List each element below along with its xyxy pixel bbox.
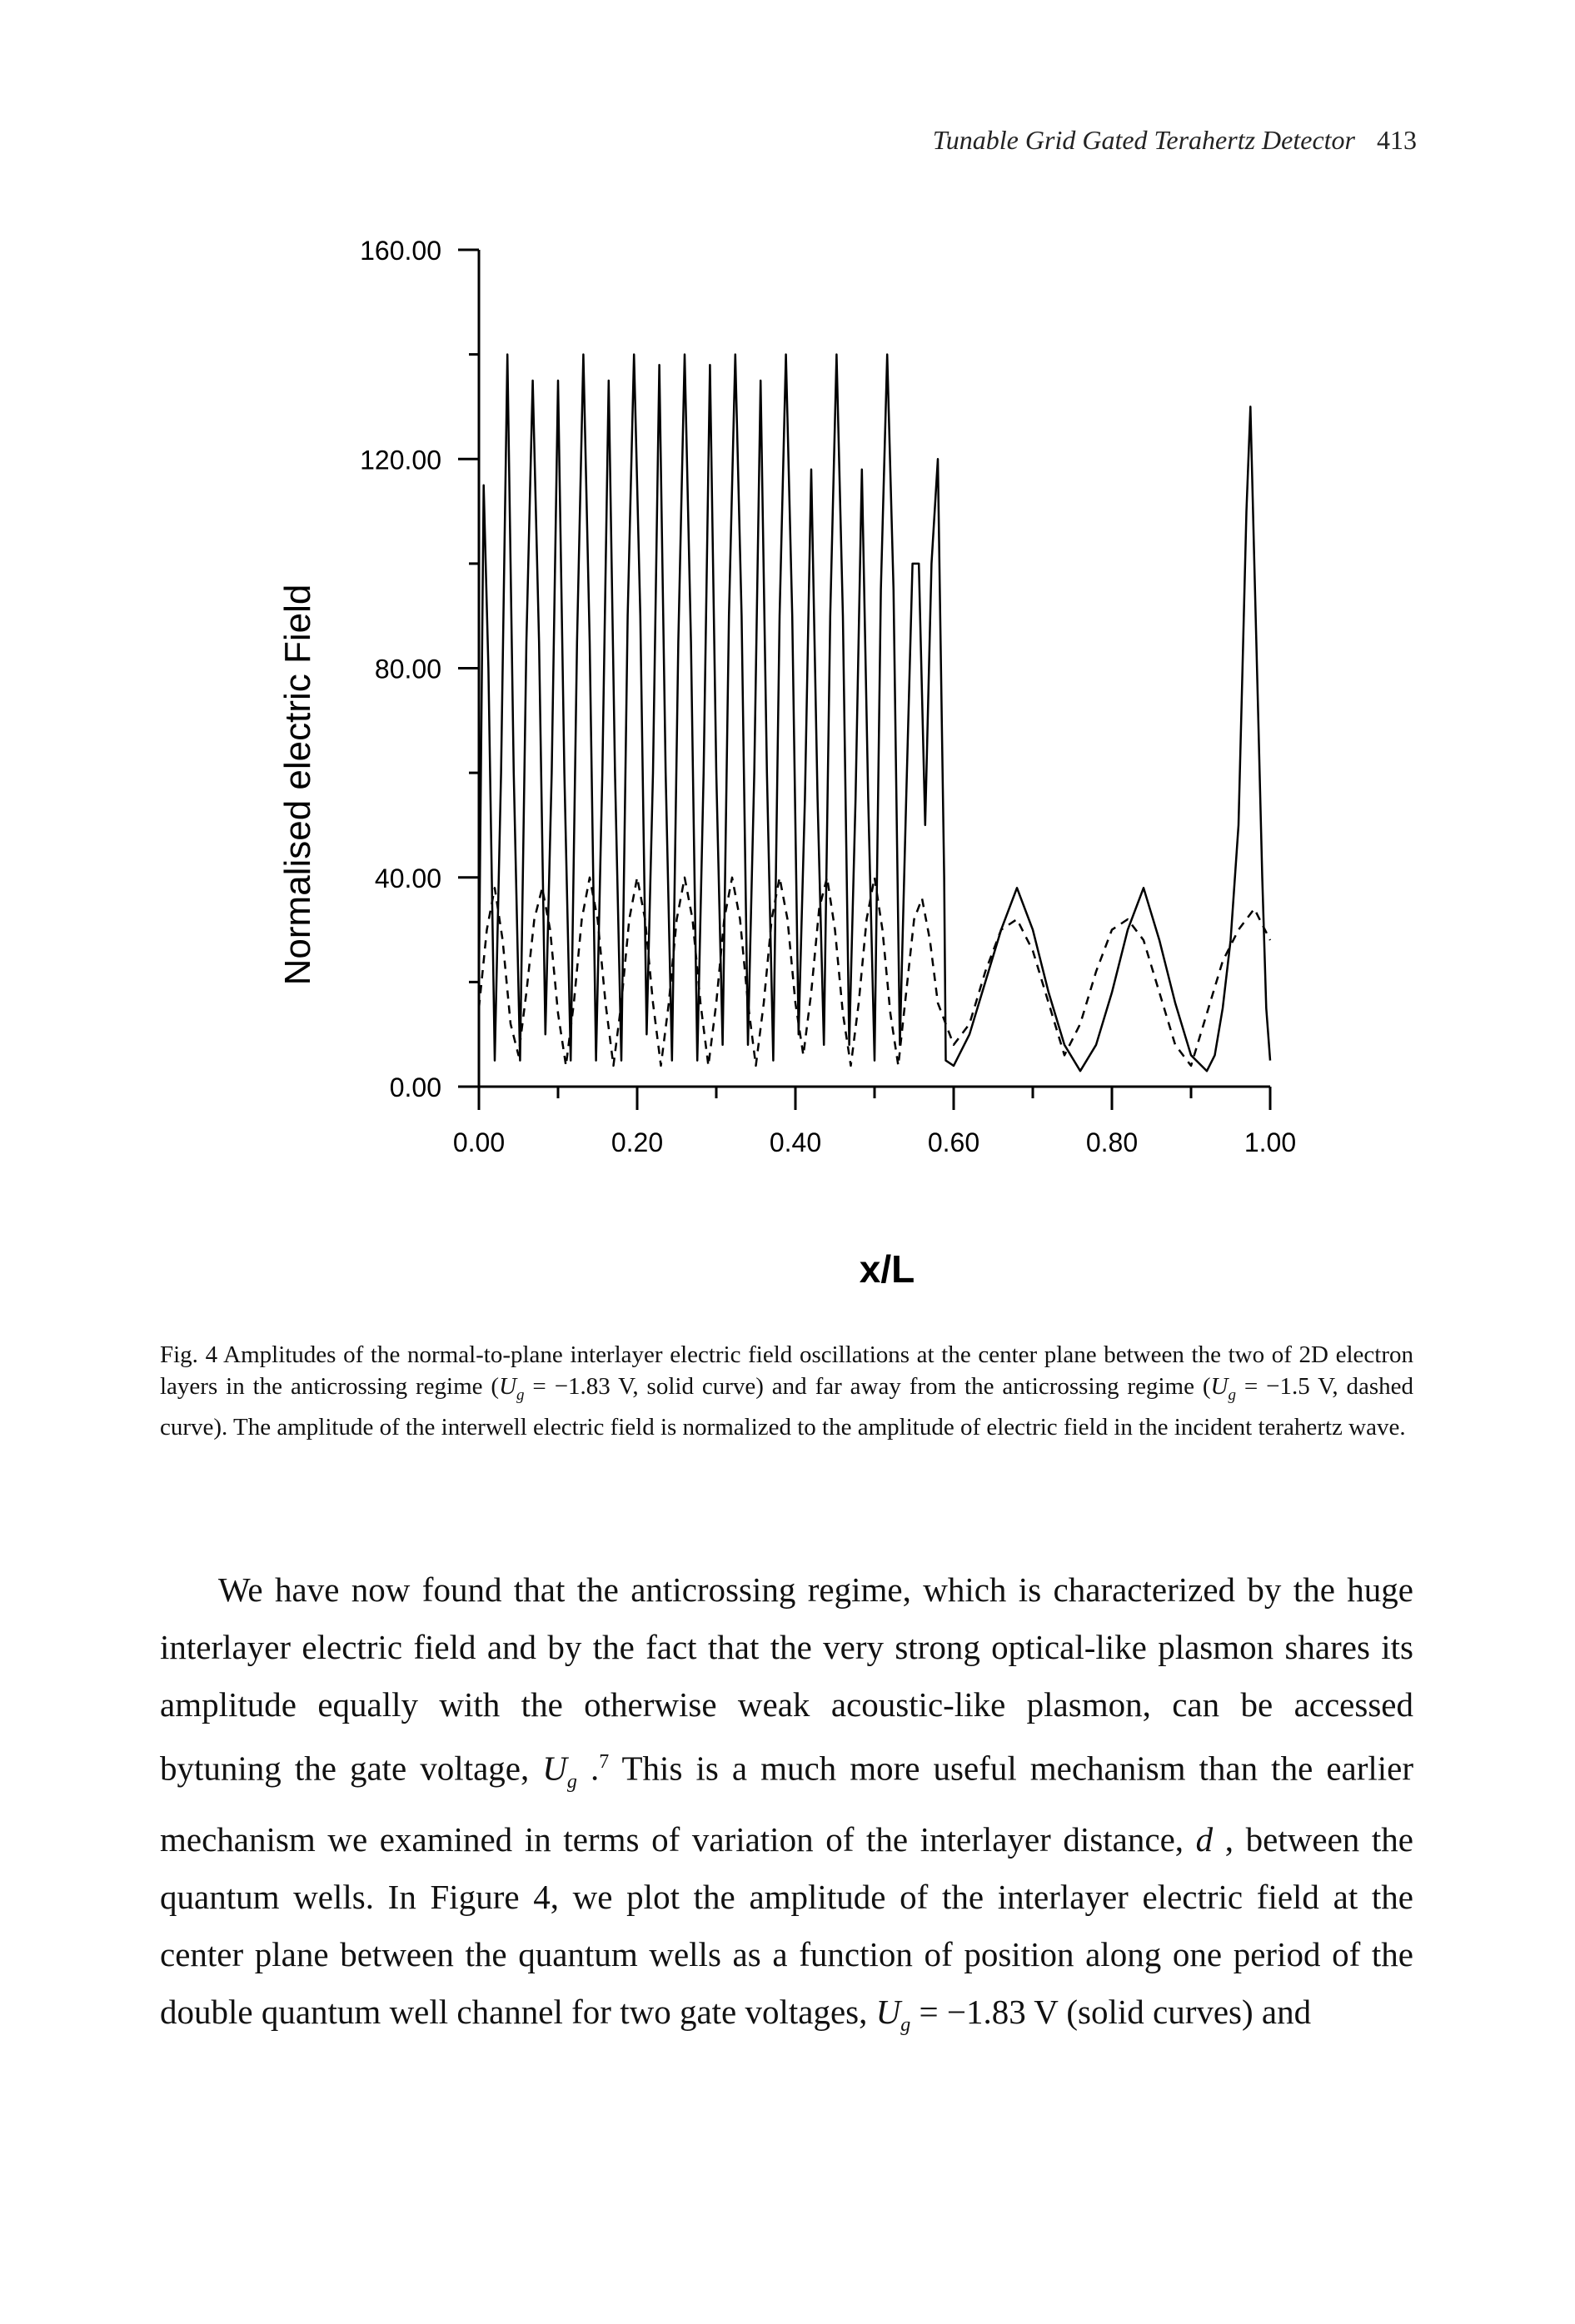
body-part-4: = −1.83 V (solid curves) and bbox=[910, 1992, 1312, 2031]
caption-text-1: Amplitudes of the normal-to-plane interl… bbox=[160, 1341, 1414, 1400]
y-tick-label: 0.00 bbox=[390, 1072, 441, 1102]
caption-ug1-sub: g bbox=[516, 1386, 525, 1404]
x-tick-label: 0.80 bbox=[1086, 1127, 1138, 1157]
y-tick-label: 40.00 bbox=[375, 863, 441, 893]
body-paragraph: We have now found that the anticrossing … bbox=[160, 1561, 1413, 2054]
paragraph: We have now found that the anticrossing … bbox=[160, 1561, 1413, 2054]
reference-7: 7 bbox=[599, 1751, 610, 1773]
figure-caption: Fig. 4 Amplitudes of the normal-to-plane… bbox=[160, 1339, 1413, 1443]
x-tick-label: 1.00 bbox=[1244, 1127, 1296, 1157]
x-axis-label: x/L bbox=[860, 1247, 915, 1291]
series-dashed-line bbox=[477, 876, 1272, 1067]
caption-ug2-sub: g bbox=[1228, 1386, 1236, 1404]
running-title: Tunable Grid Gated Terahertz Detector bbox=[932, 125, 1355, 155]
body-ug2-symbol: U bbox=[875, 1992, 901, 2031]
x-tick-label: 0.00 bbox=[453, 1127, 505, 1157]
caption-ug2-symbol: U bbox=[1210, 1373, 1229, 1400]
body-ug2-sub: g bbox=[900, 2014, 911, 2037]
body-part-3: , between the quantum wells. In Figure 4… bbox=[160, 1819, 1413, 2031]
figure-4: 0.00 40.00 80.00 120.00 160.00 0.00 0.20 0.40 0.… bbox=[250, 225, 1383, 1307]
series-solid-line bbox=[477, 353, 1272, 1072]
y-tick-label: 120.00 bbox=[360, 445, 441, 475]
body-part-2: This is a much more useful mechanism tha… bbox=[160, 1749, 1413, 1859]
caption-text-2: = −1.83 V, solid curve) and far away fro… bbox=[524, 1373, 1211, 1400]
caption-ug1-symbol: U bbox=[499, 1373, 517, 1400]
body-ug-symbol: U bbox=[542, 1749, 567, 1788]
x-tick-label: 0.60 bbox=[928, 1127, 979, 1157]
y-tick-label: 160.00 bbox=[360, 236, 441, 266]
page-number: 413 bbox=[1377, 125, 1417, 155]
caption-label: Fig. 4 bbox=[160, 1341, 218, 1368]
x-tick-label: 0.20 bbox=[611, 1127, 663, 1157]
running-head: Tunable Grid Gated Terahertz Detector 413 bbox=[933, 125, 1417, 156]
caption-text-3: = −1.5 V, dashed curve). The amplitude o… bbox=[160, 1373, 1414, 1441]
x-tick-label: 0.40 bbox=[770, 1127, 821, 1157]
body-part-1: We have now found that the anticrossing … bbox=[160, 1570, 1413, 1788]
y-axis-label: Normalised electric Field bbox=[277, 585, 318, 986]
body-ug-sub: g bbox=[566, 1770, 577, 1793]
body-d-symbol: d bbox=[1195, 1819, 1214, 1859]
y-tick-label: 80.00 bbox=[375, 654, 441, 684]
line-chart: 0.00 40.00 80.00 120.00 160.00 0.00 0.20 0.40 0.… bbox=[277, 236, 1296, 1291]
body-after-ug: . bbox=[576, 1749, 600, 1788]
